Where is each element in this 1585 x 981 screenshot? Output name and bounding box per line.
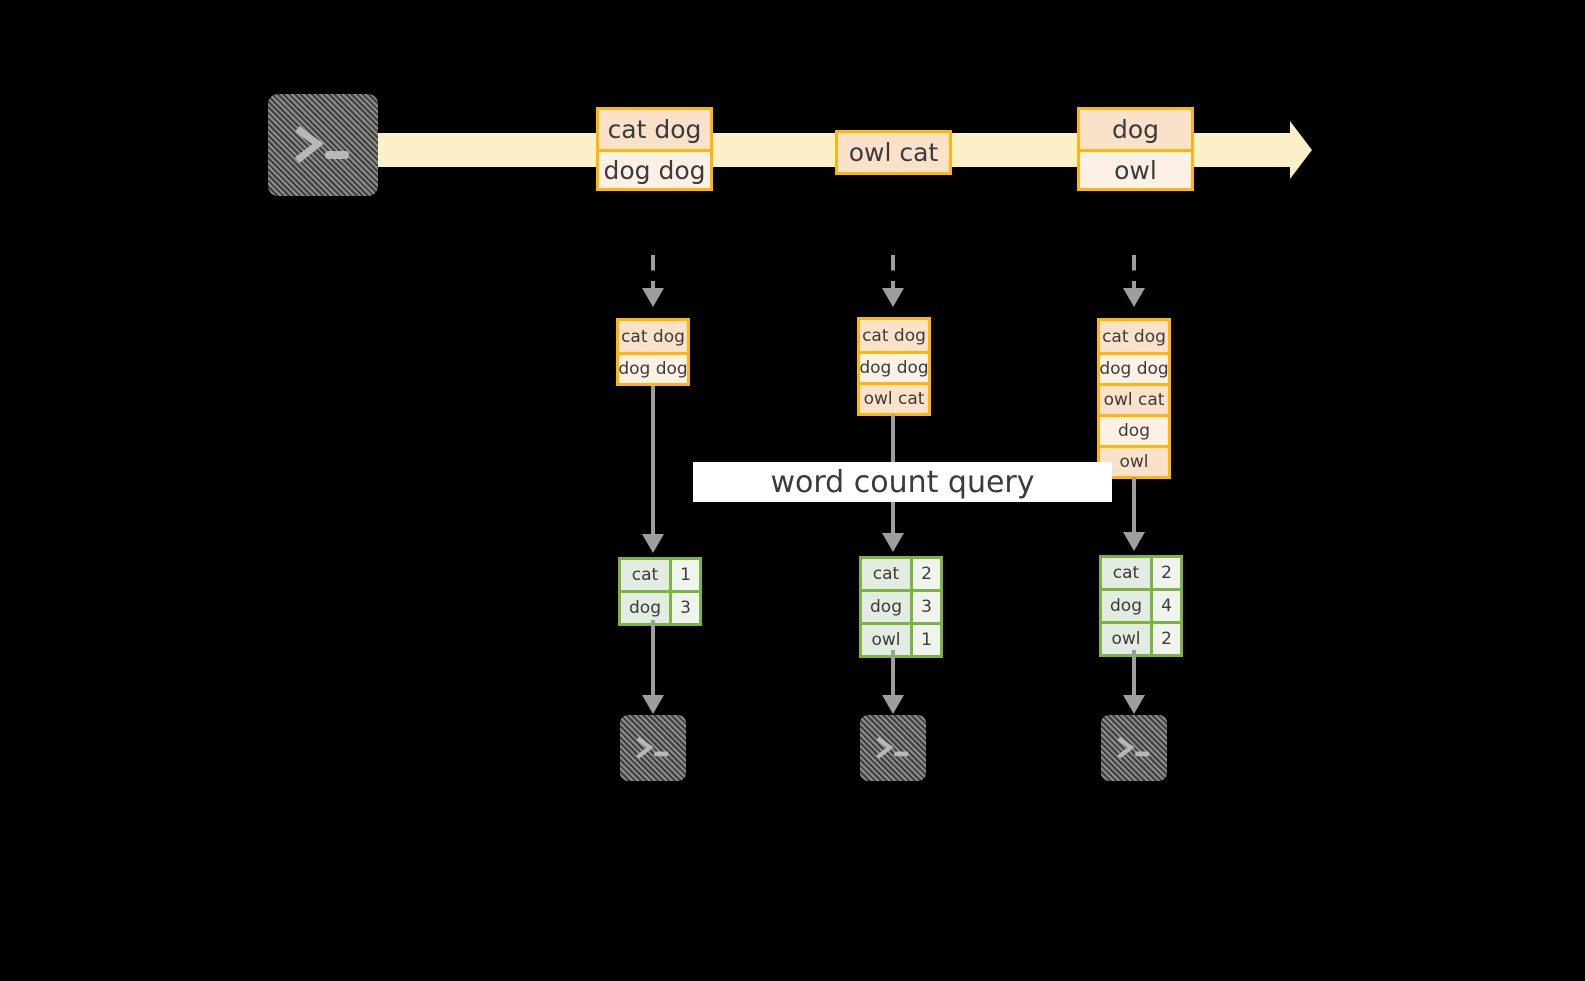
table-row: owl 1 <box>862 622 940 655</box>
result-sink-arrowhead <box>882 695 904 714</box>
table-row: dog 3 <box>862 589 940 622</box>
query-flow-arrowhead <box>882 533 904 552</box>
record-line: cat dog <box>599 110 710 149</box>
terminal-prompt-icon <box>626 721 680 775</box>
result-word: cat <box>1102 558 1150 588</box>
snapshot-line: dog dog <box>1099 352 1169 383</box>
terminal-prompt-icon <box>866 721 920 775</box>
table-row: dog 3 <box>621 590 699 623</box>
snapshot-line: dog <box>1100 414 1168 445</box>
result-sink-arrowhead <box>642 695 664 714</box>
snapshot-tap-arrowhead <box>642 288 664 307</box>
snapshot-line: owl cat <box>1100 383 1168 414</box>
query-flow-line <box>651 386 655 536</box>
table-row: owl 2 <box>1102 621 1180 654</box>
result-count: 2 <box>1150 624 1180 654</box>
source-terminal-icon[interactable] <box>268 94 378 196</box>
sink-terminal-icon[interactable] <box>620 715 686 781</box>
query-flow-arrowhead <box>1123 532 1145 551</box>
record-line: owl cat <box>838 133 949 172</box>
query-flow-line <box>1132 477 1136 535</box>
snapshot-line: dog dog <box>618 352 688 383</box>
stream-record: dog owl <box>1077 107 1194 191</box>
result-word: cat <box>621 560 669 590</box>
result-table: cat 2 dog 3 owl 1 <box>859 556 943 658</box>
snapshot-tap-line <box>651 255 655 291</box>
sink-terminal-icon[interactable] <box>1101 715 1167 781</box>
result-sink-line <box>651 620 655 698</box>
snapshot-tap-arrowhead <box>882 288 904 307</box>
snapshot-box: cat dog dog dog owl cat <box>857 317 931 416</box>
result-count: 2 <box>910 559 940 589</box>
snapshot-tap-line <box>891 255 895 291</box>
query-flow-arrowhead <box>642 534 664 553</box>
snapshot-line: cat dog <box>1100 321 1168 352</box>
snapshot-line: cat dog <box>619 321 687 352</box>
table-row: cat 2 <box>862 559 940 589</box>
snapshot-line: owl cat <box>860 382 928 413</box>
record-line: dog <box>1080 110 1191 149</box>
terminal-prompt-icon <box>277 103 369 187</box>
table-row: dog 4 <box>1102 588 1180 621</box>
result-sink-arrowhead <box>1123 695 1145 714</box>
terminal-prompt-icon <box>1107 721 1161 775</box>
result-word: dog <box>862 592 910 622</box>
result-word: owl <box>862 625 910 655</box>
result-count: 4 <box>1150 591 1180 621</box>
snapshot-tap-arrowhead <box>1123 288 1145 307</box>
result-count: 1 <box>910 625 940 655</box>
result-table: cat 2 dog 4 owl 2 <box>1099 555 1183 657</box>
query-label: word count query <box>770 464 1035 500</box>
snapshot-tap-line <box>1132 255 1136 291</box>
snapshot-box: cat dog dog dog <box>616 318 690 386</box>
record-line: owl <box>1080 149 1191 188</box>
snapshot-line: cat dog <box>860 320 928 351</box>
result-word: owl <box>1102 624 1150 654</box>
result-count: 2 <box>1150 558 1180 588</box>
result-word: cat <box>862 559 910 589</box>
result-word: dog <box>1102 591 1150 621</box>
result-count: 3 <box>910 592 940 622</box>
snapshot-box: cat dog dog dog owl cat dog owl <box>1097 318 1171 479</box>
result-count: 1 <box>669 560 699 590</box>
stream-arrowhead <box>1290 121 1312 179</box>
query-label-band: word count query <box>693 462 1112 502</box>
record-line: dog dog <box>599 149 710 188</box>
stream-record: owl cat <box>835 130 952 175</box>
result-sink-line <box>1132 650 1136 698</box>
sink-terminal-icon[interactable] <box>860 715 926 781</box>
result-word: dog <box>621 593 669 623</box>
stream-record: cat dog dog dog <box>596 107 713 191</box>
table-row: cat 1 <box>621 560 699 590</box>
result-count: 3 <box>669 593 699 623</box>
result-table: cat 1 dog 3 <box>618 557 702 626</box>
result-sink-line <box>891 650 895 698</box>
table-row: cat 2 <box>1102 558 1180 588</box>
snapshot-line: dog dog <box>859 351 929 382</box>
